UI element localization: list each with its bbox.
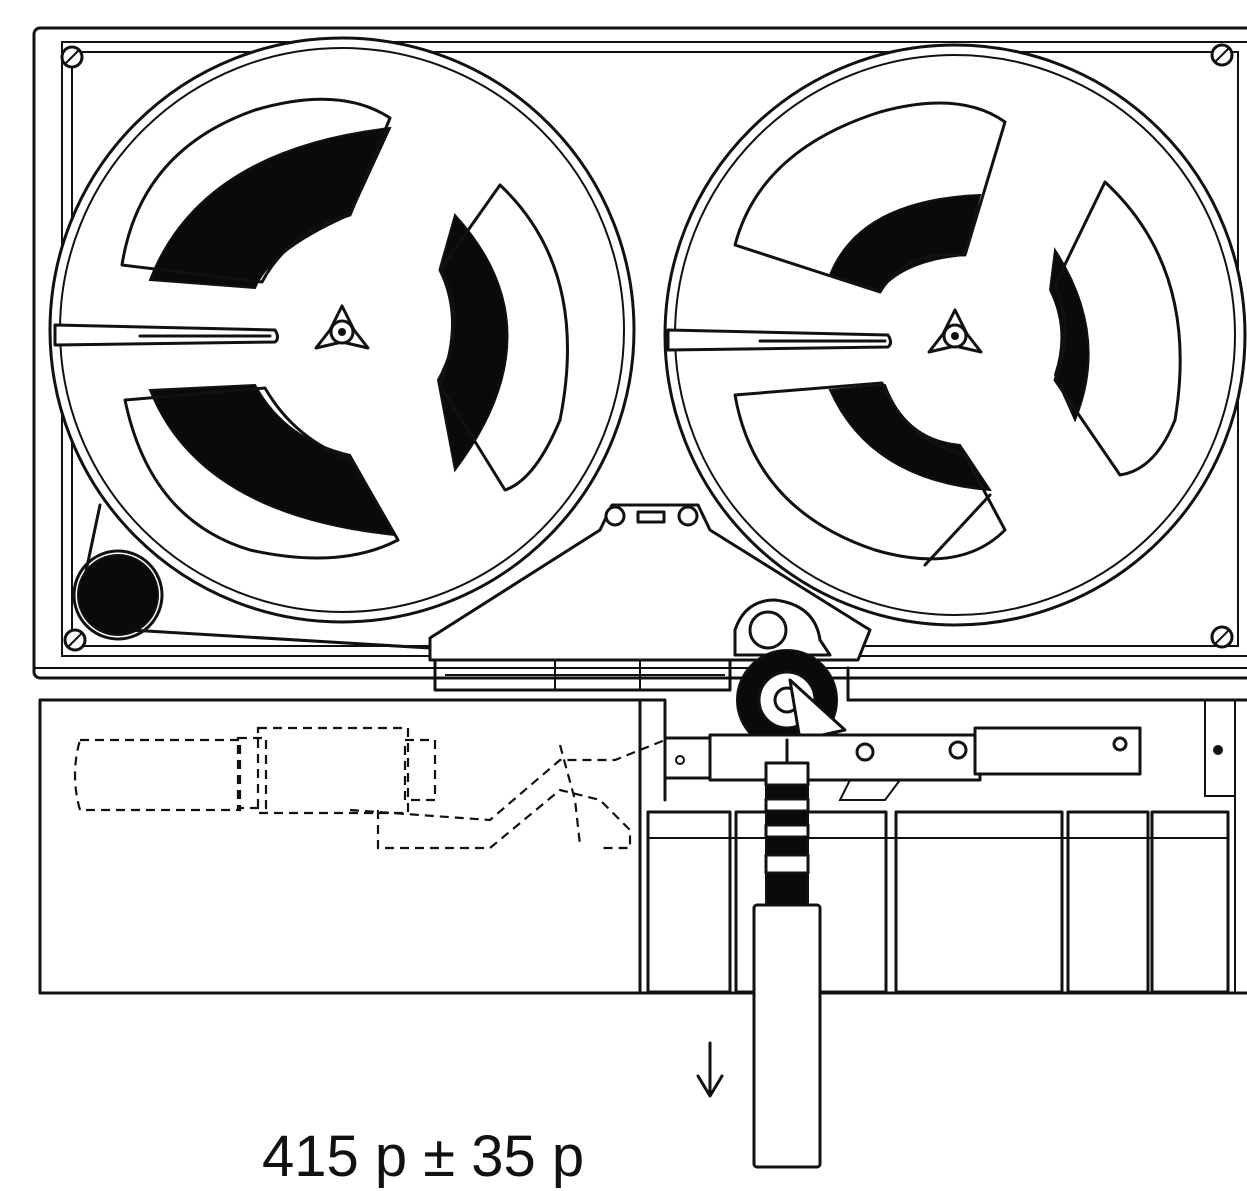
left-reel: [48, 36, 636, 624]
screw-icon: [1210, 43, 1234, 67]
right-reel: [663, 43, 1247, 627]
key-row: [646, 810, 1230, 994]
hidden-mechanism: [73, 726, 666, 850]
reel-hub-icon: [314, 304, 370, 350]
front-panel: [38, 666, 1247, 995]
pressure-arm: [663, 726, 1142, 801]
force-gauge-icon: [752, 738, 822, 1169]
capstan-assembly: [733, 598, 847, 751]
screw-icon: [60, 45, 84, 69]
screw-icon: [63, 628, 87, 652]
down-arrow-icon: [696, 1041, 724, 1098]
guide-roller: [72, 503, 432, 650]
reel-hub-icon: [927, 308, 983, 354]
force-label: 415 p ± 35 p: [262, 1124, 585, 1189]
screw-icon: [1210, 625, 1234, 649]
